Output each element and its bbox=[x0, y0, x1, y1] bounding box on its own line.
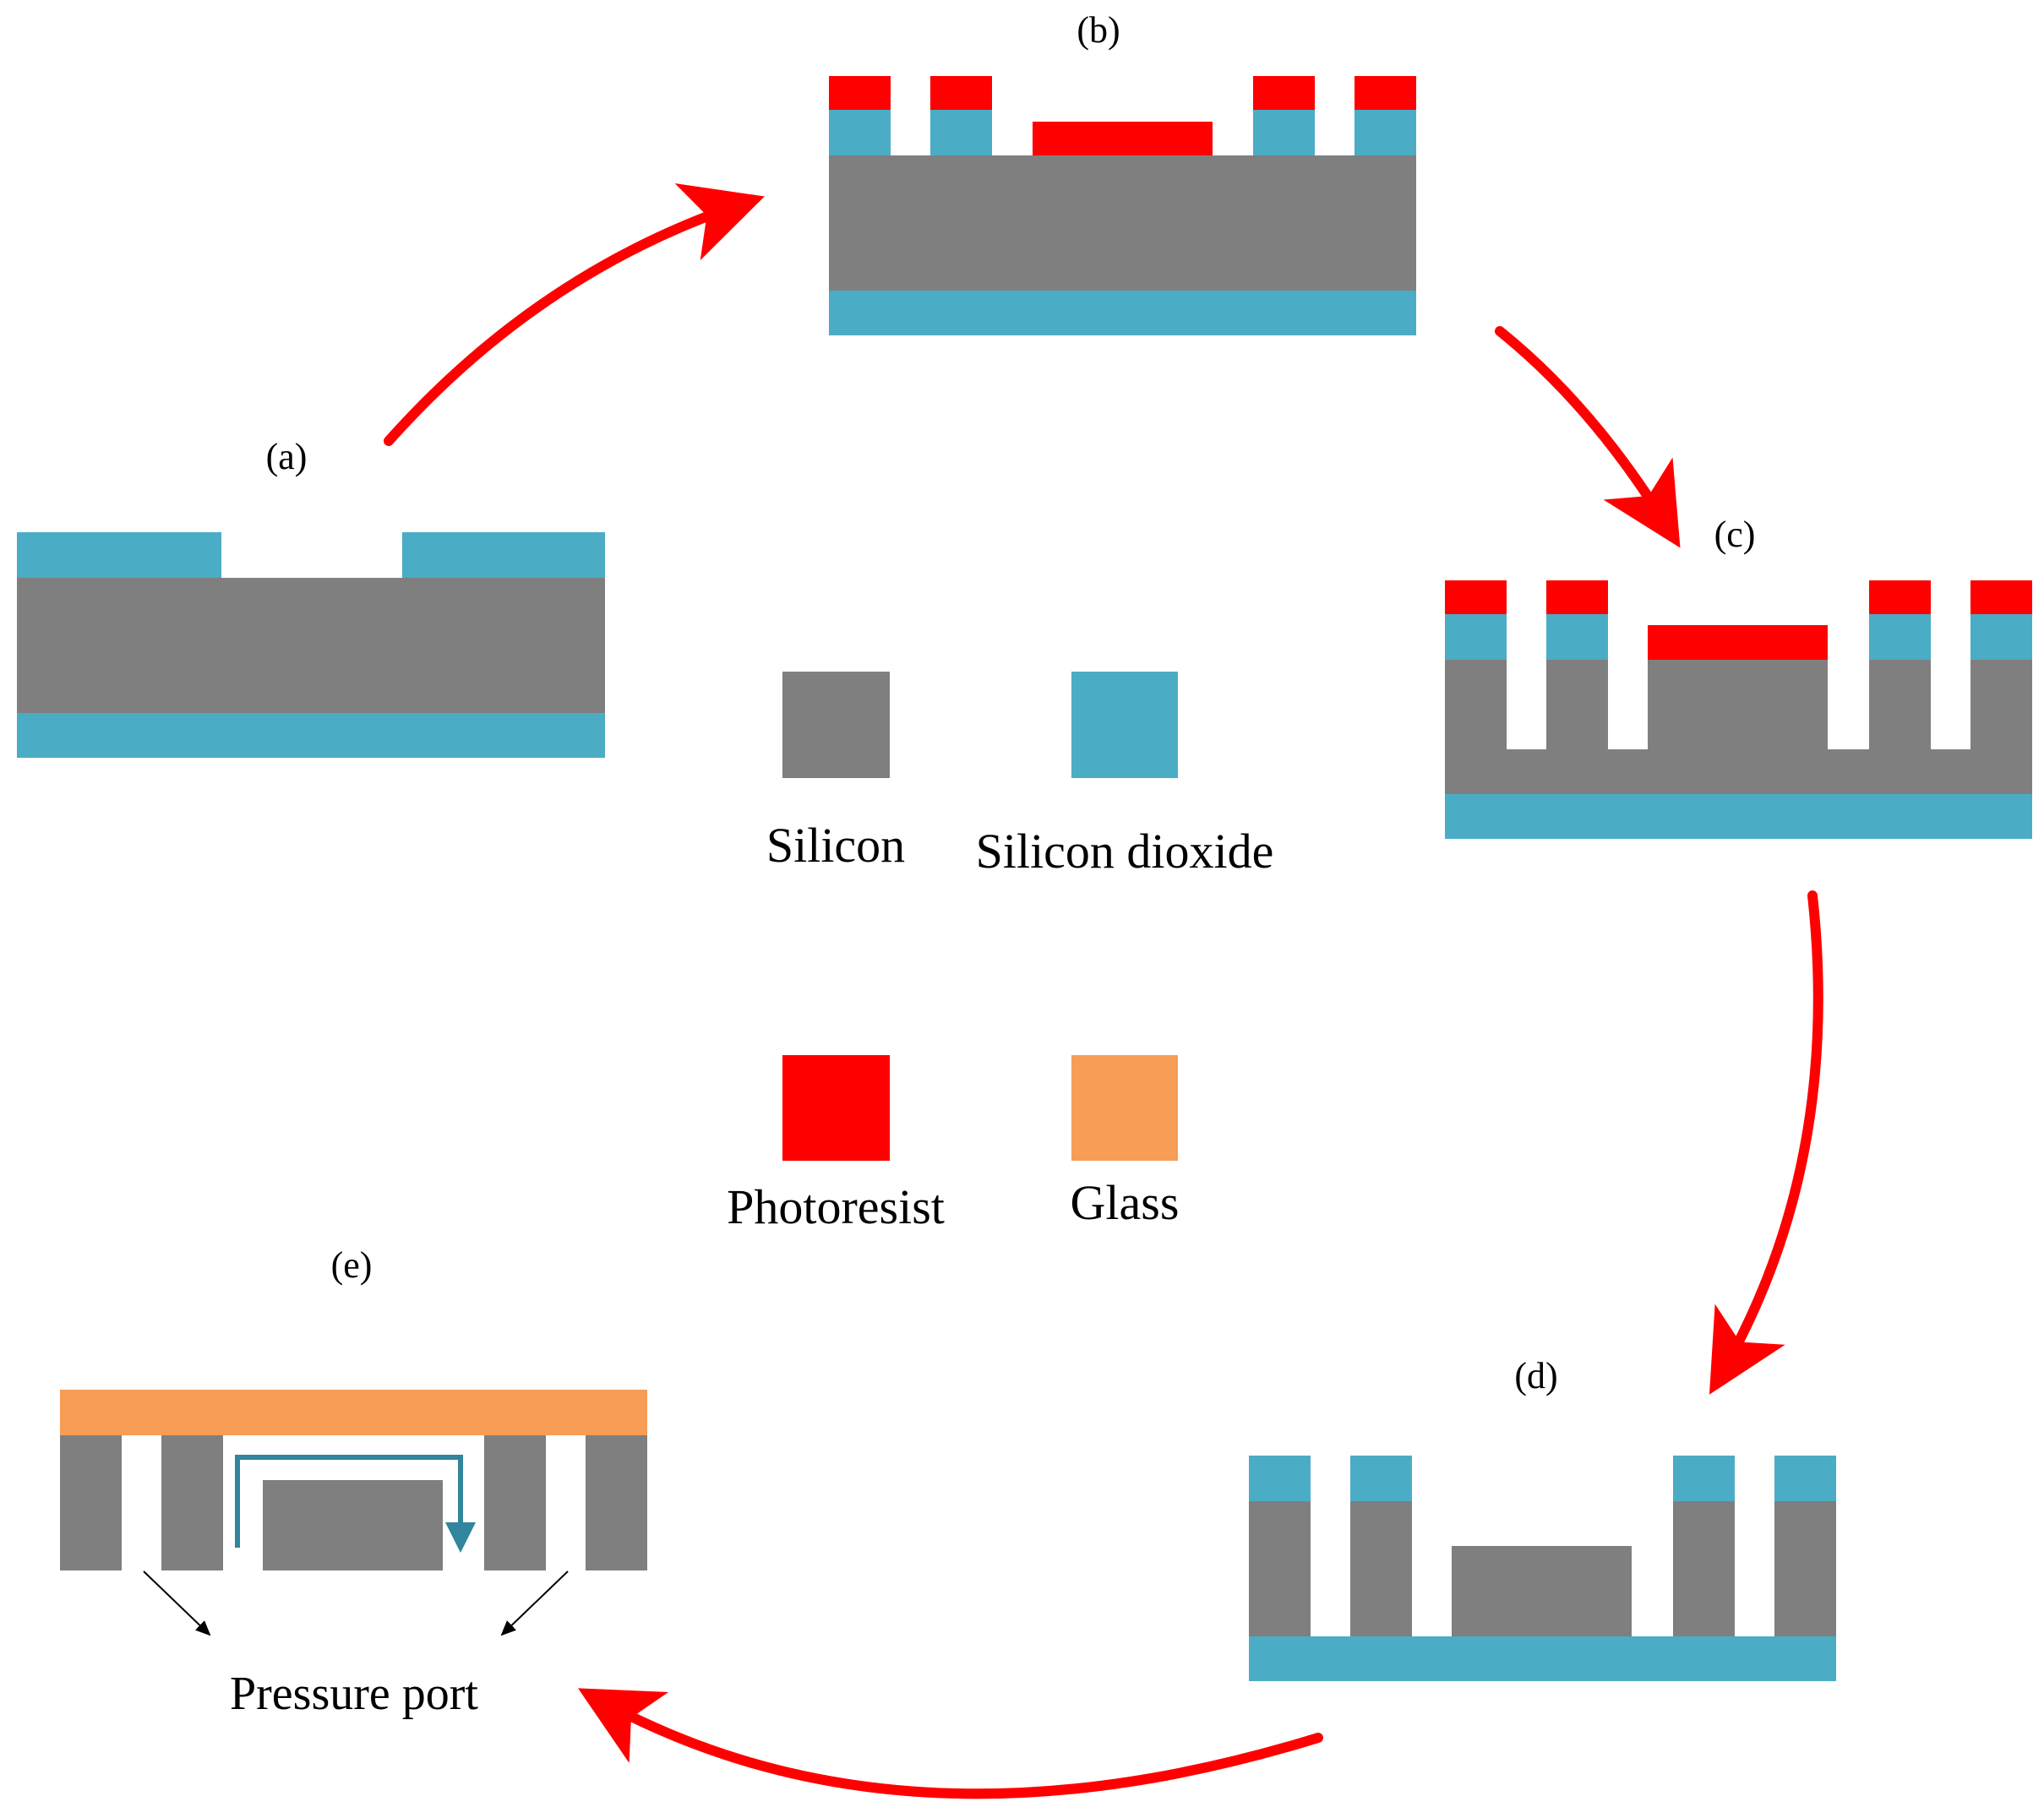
legend-swatch-glass bbox=[1071, 1055, 1178, 1161]
step-b: (b) bbox=[829, 9, 1416, 335]
silicon-pillar bbox=[1350, 1501, 1412, 1636]
silicon-pillar bbox=[484, 1435, 546, 1570]
resist-pad bbox=[1970, 580, 2032, 614]
oxide-pad bbox=[1970, 614, 2032, 660]
legend: Silicon Silicon dioxide Photoresist Glas… bbox=[727, 672, 1273, 1234]
oxide-pad bbox=[1445, 614, 1507, 660]
silicon-substrate bbox=[17, 578, 605, 713]
resist-pad bbox=[1253, 76, 1315, 110]
step-c: (c) bbox=[1445, 514, 2032, 839]
silicon-pillar bbox=[586, 1435, 647, 1570]
legend-label-silicon-dioxide: Silicon dioxide bbox=[976, 824, 1274, 879]
step-d-label: (d) bbox=[1514, 1355, 1557, 1396]
resist-pad bbox=[1546, 580, 1608, 614]
oxide-pad bbox=[1673, 1456, 1735, 1501]
oxide-bottom bbox=[1445, 794, 2032, 839]
flow-path-arrow bbox=[235, 1455, 476, 1553]
step-d: (d) bbox=[1249, 1355, 1836, 1681]
step-e-label: (e) bbox=[331, 1244, 373, 1286]
oxide-pad bbox=[1354, 110, 1416, 155]
port-pointer-arrow bbox=[500, 1570, 569, 1636]
oxide-pad bbox=[930, 110, 992, 155]
silicon-pillar bbox=[1249, 1501, 1311, 1636]
oxide-pad bbox=[1249, 1456, 1311, 1501]
oxide-pad bbox=[829, 110, 891, 155]
process-arrows bbox=[384, 183, 1823, 1799]
silicon-pillar bbox=[161, 1435, 223, 1570]
silicon-etched-trenches bbox=[1445, 660, 2032, 794]
resist-pad bbox=[829, 76, 891, 110]
oxide-pad bbox=[1253, 110, 1315, 155]
silicon-substrate bbox=[829, 155, 1416, 291]
arrow-b-to-c bbox=[1495, 326, 1681, 548]
legend-label-photoresist: Photoresist bbox=[727, 1179, 945, 1234]
resist-center bbox=[1648, 625, 1828, 660]
step-e: (e) Pressure port bbox=[60, 1244, 647, 1720]
silicon-center-block bbox=[263, 1480, 443, 1570]
oxide-pad bbox=[1546, 614, 1608, 660]
oxide-pad bbox=[1774, 1456, 1836, 1501]
resist-center bbox=[1033, 122, 1213, 155]
resist-pad bbox=[1445, 580, 1507, 614]
arrow-a-to-b bbox=[384, 183, 765, 446]
step-c-label: (c) bbox=[1714, 514, 1756, 555]
arrow-c-to-d bbox=[1709, 890, 1823, 1395]
arrow-d-to-e bbox=[578, 1688, 1323, 1799]
legend-swatch-silicon-dioxide bbox=[1071, 672, 1178, 778]
resist-pad bbox=[1869, 580, 1931, 614]
legend-label-glass: Glass bbox=[1071, 1175, 1180, 1230]
step-a-label: (a) bbox=[266, 436, 308, 477]
oxide-bottom bbox=[1249, 1636, 1836, 1681]
pressure-port-label: Pressure port bbox=[230, 1668, 478, 1720]
legend-label-silicon: Silicon bbox=[766, 818, 905, 873]
silicon-pillar bbox=[1774, 1501, 1836, 1636]
glass-cap bbox=[60, 1390, 647, 1435]
legend-swatch-photoresist bbox=[782, 1055, 890, 1161]
oxide-pad bbox=[1869, 614, 1931, 660]
oxide-bottom bbox=[829, 291, 1416, 335]
silicon-center-block bbox=[1452, 1546, 1632, 1636]
silicon-pillar bbox=[60, 1435, 122, 1570]
resist-pad bbox=[1354, 76, 1416, 110]
port-pointer-arrow bbox=[143, 1570, 211, 1636]
step-a: (a) bbox=[17, 436, 605, 758]
oxide-top-left bbox=[17, 532, 221, 578]
oxide-top-right bbox=[402, 532, 605, 578]
resist-pad bbox=[930, 76, 992, 110]
oxide-pad bbox=[1350, 1456, 1412, 1501]
oxide-bottom bbox=[17, 713, 605, 758]
legend-swatch-silicon bbox=[782, 672, 890, 778]
step-b-label: (b) bbox=[1077, 9, 1120, 51]
silicon-pillar bbox=[1673, 1501, 1735, 1636]
